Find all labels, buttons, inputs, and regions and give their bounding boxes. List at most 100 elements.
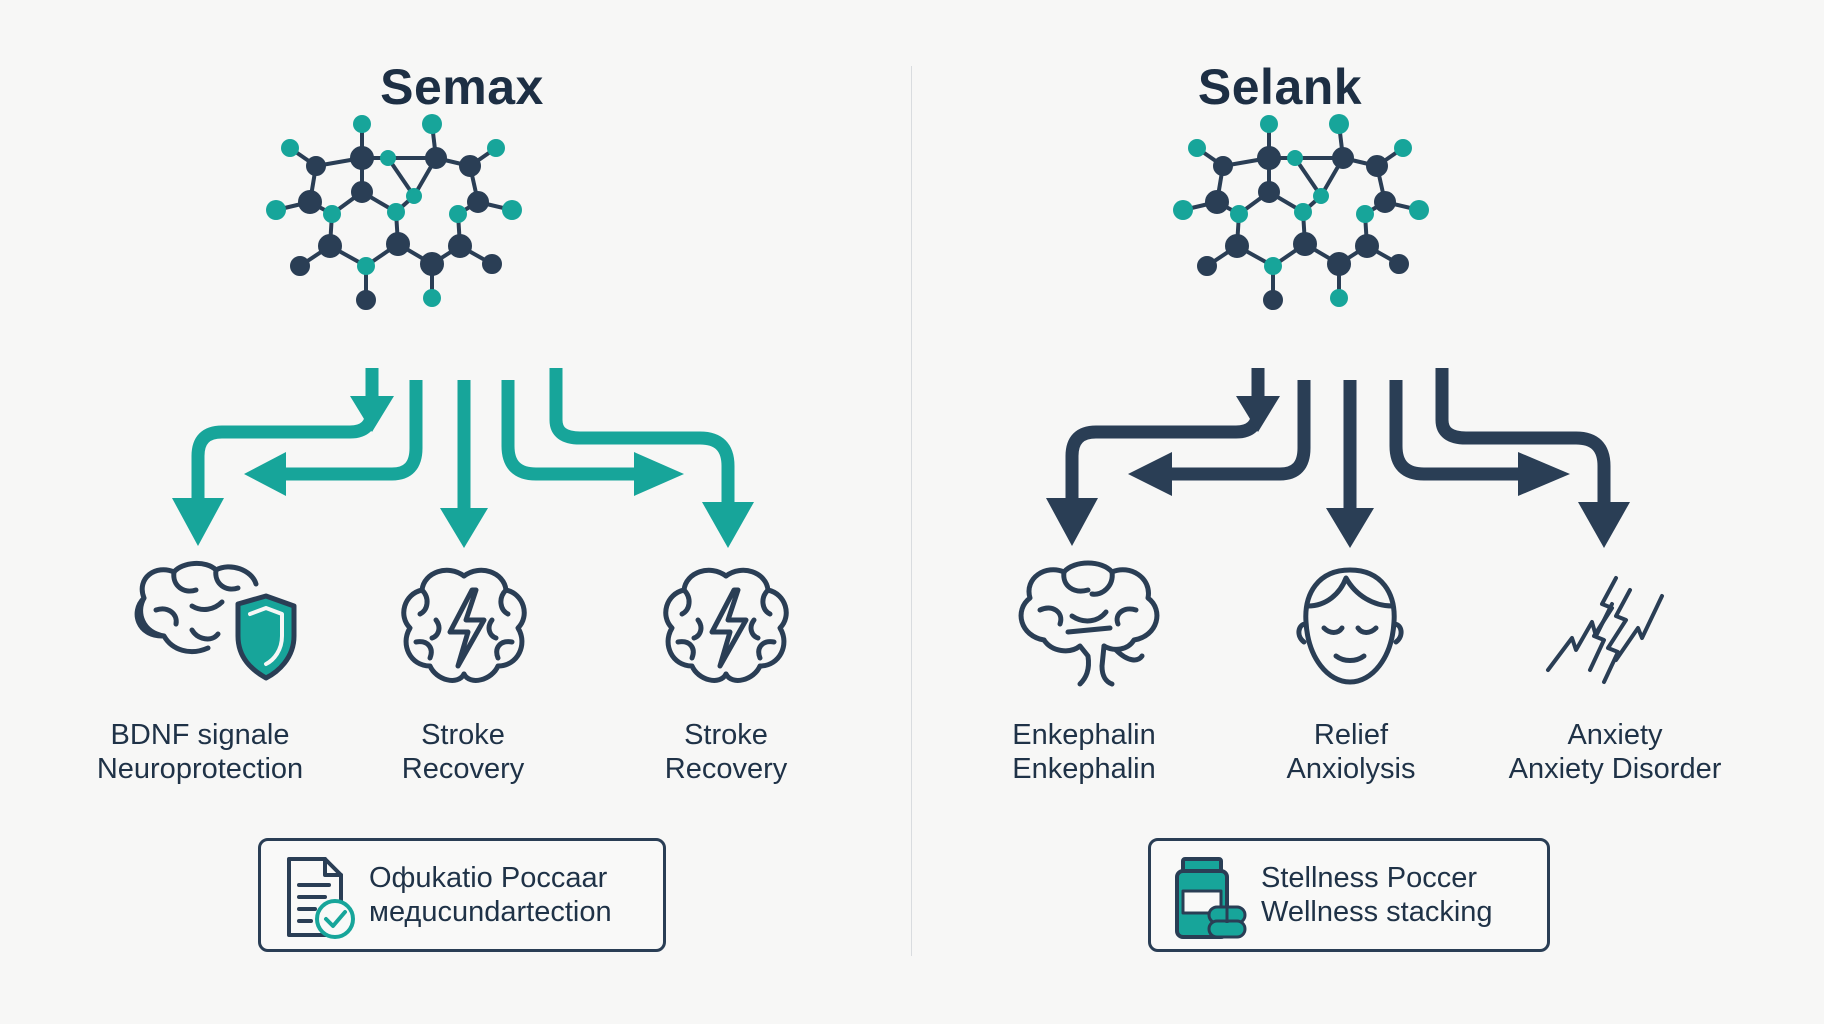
selank-molecule-icon-atom-12 xyxy=(1230,205,1248,223)
selank-molecule-icon-atom-4 xyxy=(1257,146,1281,170)
selank-title: Selank xyxy=(1197,59,1363,115)
semax-molecule-icon-atom-19 xyxy=(386,232,410,256)
pill-bottle-icon xyxy=(1175,857,1247,939)
semax-molecule-icon-atom-20 xyxy=(448,234,472,258)
selank-molecule-icon-atom-2 xyxy=(1188,139,1206,157)
brain-icon xyxy=(1018,560,1160,687)
semax-molecule-icon-atom-11 xyxy=(298,190,322,214)
selank-molecule-icon-atom-25 xyxy=(1263,290,1283,310)
semax-molecule-icon-atom-4 xyxy=(350,146,374,170)
semax-molecule-icon-atom-10 xyxy=(351,181,373,203)
brain-lightning-icon-1 xyxy=(401,567,527,683)
calm-face-icon xyxy=(1296,567,1404,685)
semax-molecule-icon-atom-22 xyxy=(420,252,444,276)
semax-molecule-icon-atom-0 xyxy=(353,115,371,133)
brain-shield-icon xyxy=(134,561,297,681)
semax-molecule-icon-atom-7 xyxy=(306,156,326,176)
selank-molecule-icon-atom-9 xyxy=(1313,188,1329,204)
selank-molecule-icon-atom-17 xyxy=(1409,200,1429,220)
selank-molecule-icon-atom-8 xyxy=(1366,155,1388,177)
selank-molecule-icon-atom-14 xyxy=(1356,205,1374,223)
arrow-branch-right xyxy=(501,380,640,481)
arrowhead-stroke-1 xyxy=(440,508,488,548)
selank-molecule-icon-atom-3 xyxy=(1394,139,1412,157)
semax-molecule-icon-atom-9 xyxy=(406,188,422,204)
selank-panel: Selank xyxy=(912,0,1824,1024)
semax-molecule-icon-atom-15 xyxy=(467,191,489,213)
selank-molecule-icon xyxy=(1173,114,1429,310)
panel-divider xyxy=(911,66,912,956)
semax-molecule-icon-atom-1 xyxy=(422,114,442,134)
arrowhead-bdnf xyxy=(172,498,224,546)
document-check-icon xyxy=(287,857,355,939)
selank-molecule-icon-atom-15 xyxy=(1374,191,1396,213)
semax-panel: Semax xyxy=(96,59,789,952)
arrowhead-top-left xyxy=(350,396,394,432)
semax-molecule-icon-atom-17 xyxy=(502,200,522,220)
semax-molecule-icon-atom-18 xyxy=(318,234,342,258)
selank-diagram-art xyxy=(1018,114,1664,687)
selank-molecule-icon-atom-13 xyxy=(1294,203,1312,221)
arrowhead-anxiety xyxy=(1578,502,1630,548)
arrowhead-left xyxy=(1128,452,1172,496)
semax-diagram-art xyxy=(134,114,789,683)
selank-molecule-icon-atom-10 xyxy=(1258,181,1280,203)
selank-molecule-icon-atom-0 xyxy=(1260,115,1278,133)
selank-molecule-icon-atom-16 xyxy=(1173,200,1193,220)
semax-molecule-icon-atom-25 xyxy=(356,290,376,310)
selank-molecule-icon-atom-11 xyxy=(1205,190,1229,214)
selank-molecule-icon-atom-1 xyxy=(1329,114,1349,134)
semax-molecule-icon-atom-21 xyxy=(357,257,375,275)
semax-molecule-icon xyxy=(266,114,522,310)
semax-molecule-icon-atom-6 xyxy=(425,147,447,169)
arrowhead-left xyxy=(244,452,286,496)
arrowhead-relief xyxy=(1326,508,1374,548)
selank-molecule-icon-atom-7 xyxy=(1213,156,1233,176)
arrowhead-enkephalin xyxy=(1046,498,1098,546)
semax-molecule-icon-atom-23 xyxy=(290,256,310,276)
semax-molecule-icon-atom-3 xyxy=(487,139,505,157)
semax-molecule-icon-atom-14 xyxy=(449,205,467,223)
arrow-branch-right xyxy=(1389,380,1524,481)
arrowhead-top-left xyxy=(1236,396,1280,432)
semax-molecule-icon-atom-26 xyxy=(423,289,441,307)
arrow-to-anxiety xyxy=(1435,368,1611,504)
semax-molecule-icon-atom-5 xyxy=(380,150,396,166)
selank-molecule-icon-atom-20 xyxy=(1355,234,1379,258)
semax-molecule-icon-atom-24 xyxy=(482,254,502,274)
arrow-branch-left xyxy=(1166,380,1311,481)
semax-arrows xyxy=(172,368,754,548)
semax-molecule-icon-atom-2 xyxy=(281,139,299,157)
semax-molecule-icon-atom-16 xyxy=(266,200,286,220)
arrowhead-right xyxy=(1518,452,1570,496)
arrow-branch-left xyxy=(280,380,423,481)
selank-molecule-icon-atom-21 xyxy=(1264,257,1282,275)
arrowhead-stroke-2 xyxy=(702,502,754,548)
selank-molecule-icon-atom-24 xyxy=(1389,254,1409,274)
semax-molecule-icon-atom-13 xyxy=(387,203,405,221)
arrowhead-right xyxy=(634,452,684,496)
selank-molecule-icon-atom-19 xyxy=(1293,232,1317,256)
selank-molecule-icon-atom-26 xyxy=(1330,289,1348,307)
selank-arrows xyxy=(1046,368,1630,548)
selank-molecule-icon-atom-5 xyxy=(1287,150,1303,166)
brain-lightning-icon-2 xyxy=(663,567,789,683)
selank-molecule-icon-atom-6 xyxy=(1332,147,1354,169)
selank-molecule-icon-atom-23 xyxy=(1197,256,1217,276)
semax-molecule-icon-atom-8 xyxy=(459,155,481,177)
selank-molecule-icon-atom-18 xyxy=(1225,234,1249,258)
semax-molecule-icon-atom-12 xyxy=(323,205,341,223)
selank-molecule-icon-atom-22 xyxy=(1327,252,1351,276)
lightning-bolts-icon xyxy=(1546,576,1664,684)
